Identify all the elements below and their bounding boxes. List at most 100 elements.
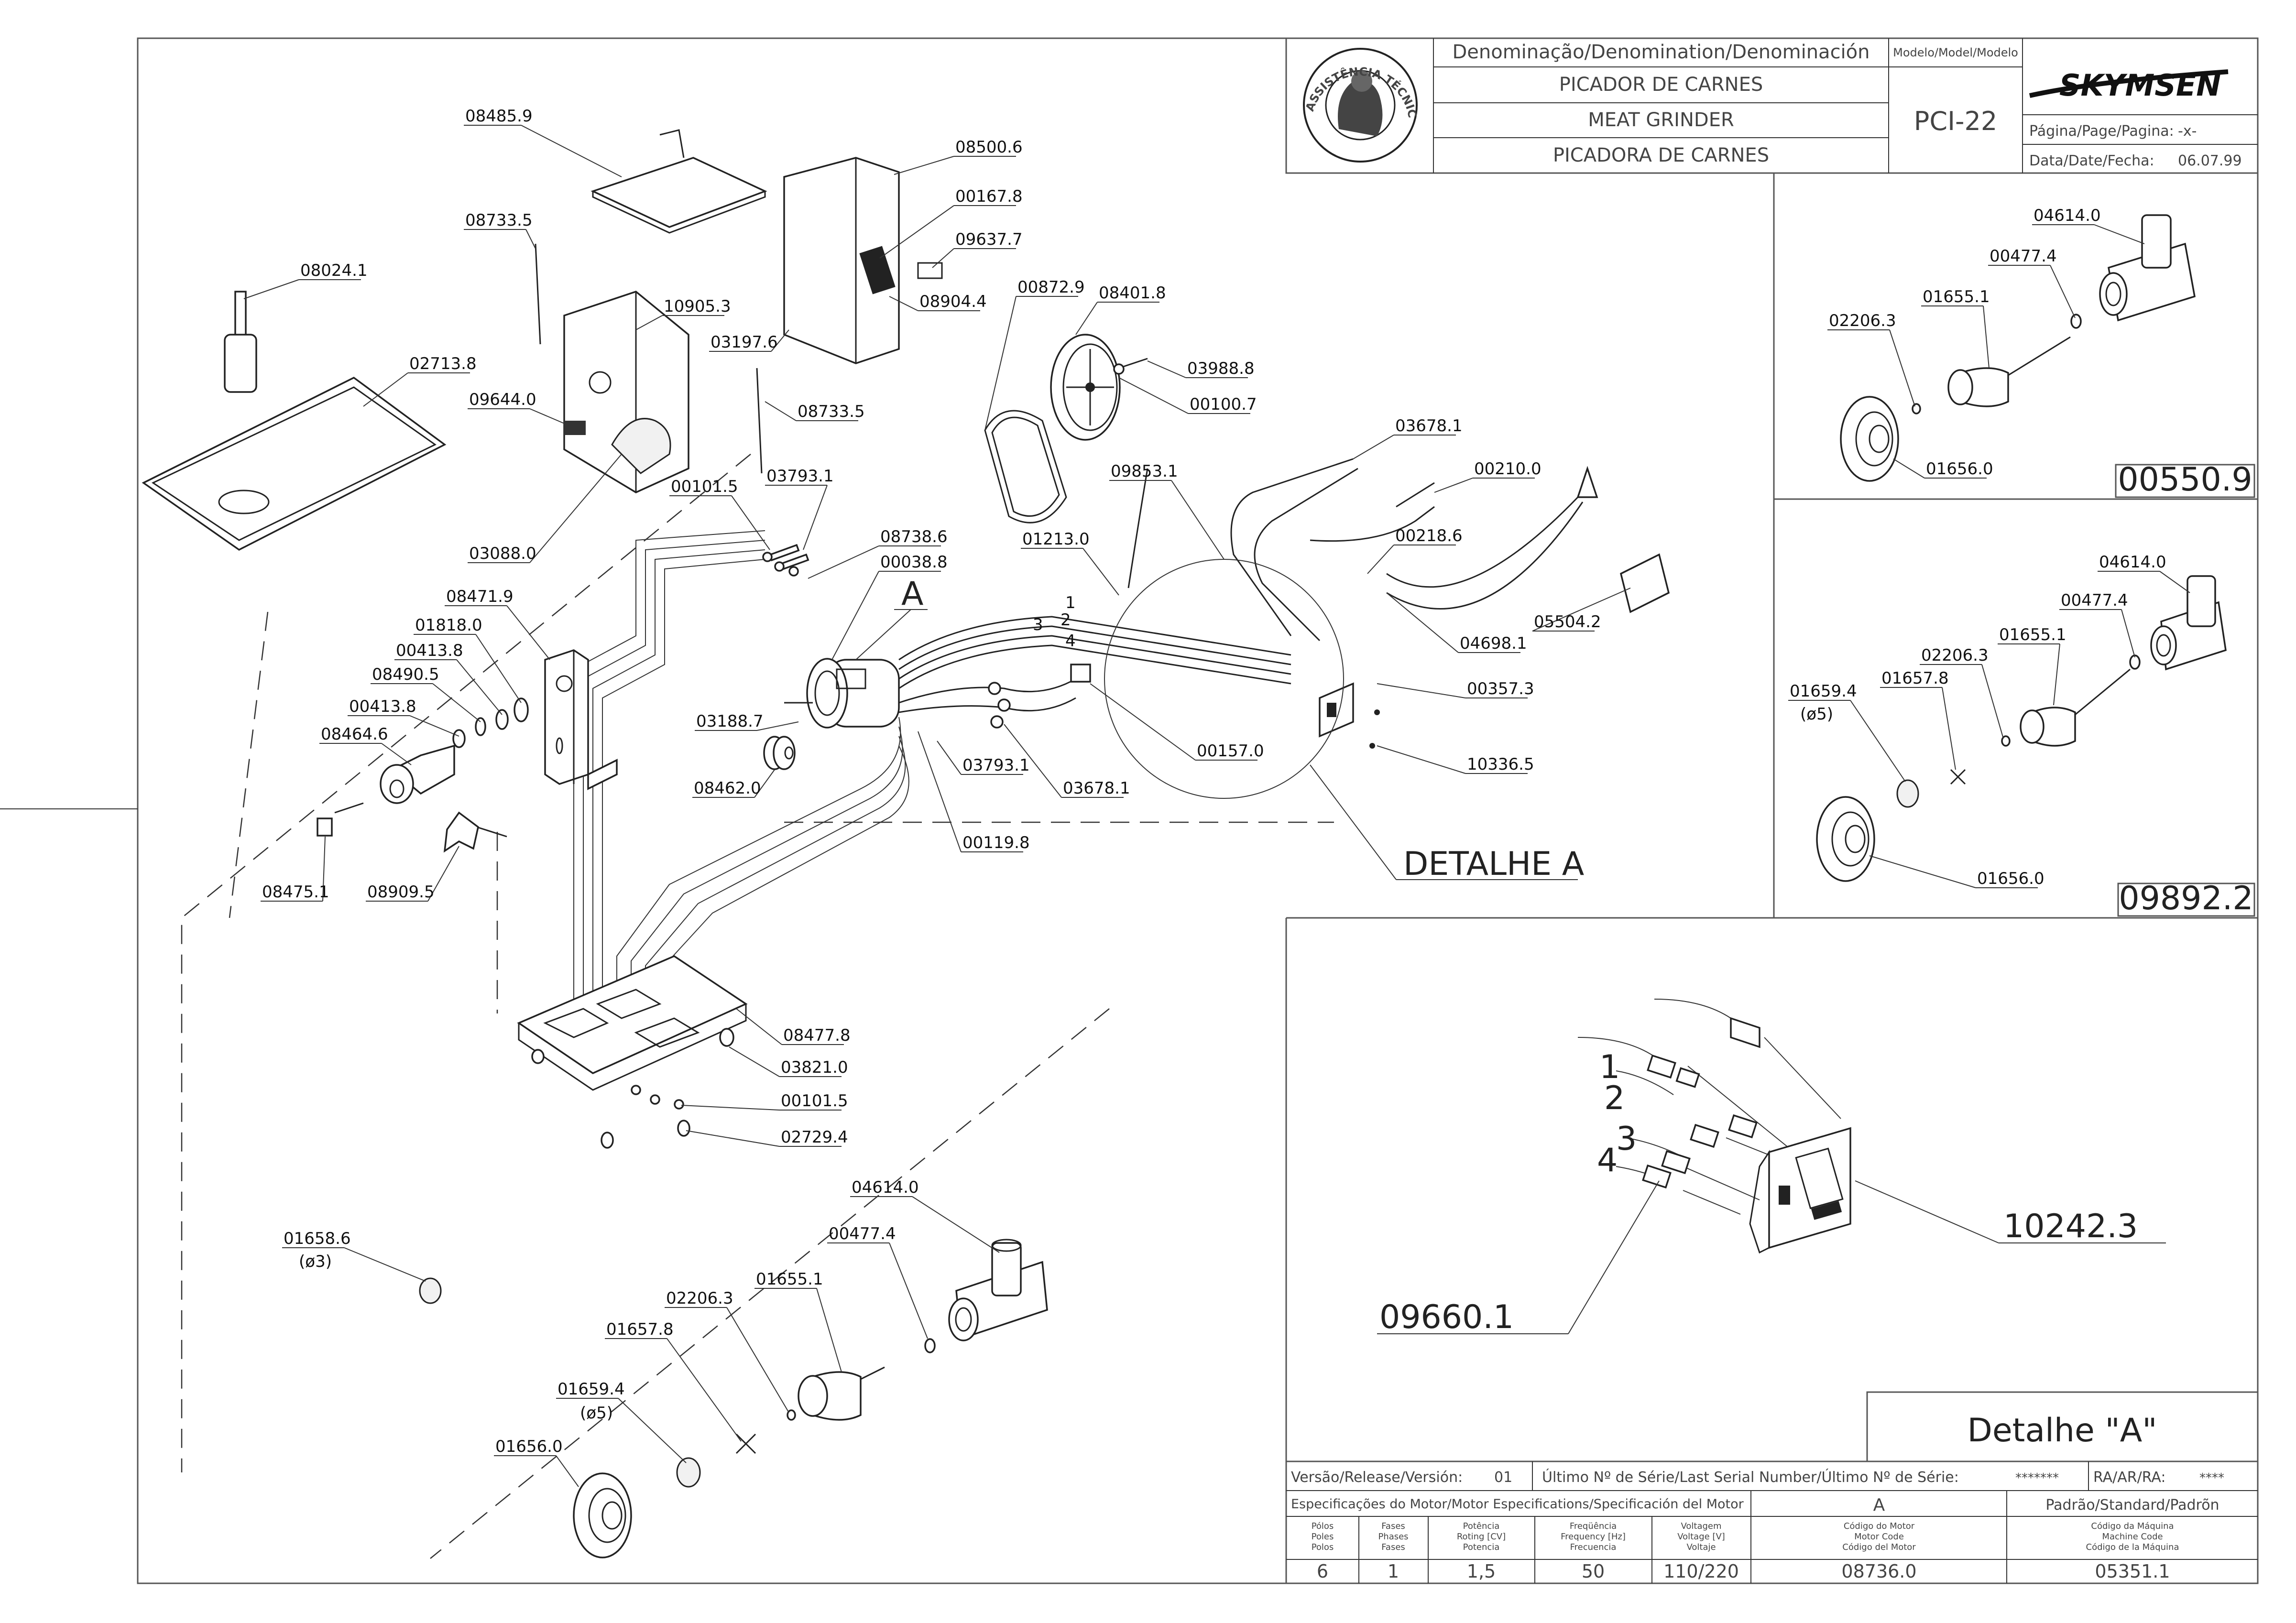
part-label: 00218.6	[1395, 526, 1463, 545]
part-label: 03793.1	[962, 756, 1030, 775]
part-label: 08471.9	[446, 587, 514, 606]
part-label: 02729.4	[781, 1128, 848, 1147]
part-label: 01656.0	[1926, 459, 1993, 479]
base-plate	[517, 955, 748, 1091]
spec-column-poles: Pólos Poles Polos 6	[1312, 1521, 1334, 1582]
svg-text:Voltaje: Voltaje	[1686, 1542, 1716, 1552]
part-label: 00101.5	[671, 477, 738, 496]
part-label: 08462.0	[694, 779, 761, 798]
part-label: 00477.4	[2061, 591, 2128, 610]
part-label: 00119.8	[962, 833, 1030, 852]
part-label: 01213.0	[1022, 530, 1090, 549]
svg-text:Voltage [V]: Voltage [V]	[1677, 1532, 1725, 1542]
tray	[142, 376, 447, 551]
page-value: -x-	[2178, 123, 2197, 140]
part-label: 01656.0	[1977, 869, 2045, 888]
motor-code-value: 08736.0	[1841, 1561, 1916, 1582]
part-label: 04614.0	[2034, 206, 2101, 225]
part-label: 00038.8	[880, 553, 948, 572]
part-label: 03678.1	[1063, 779, 1130, 798]
part-label: 09644.0	[469, 390, 536, 409]
part-label: 08738.6	[880, 527, 948, 546]
serial-label: Último Nº de Série/Last Serial Number/Úl…	[1542, 1468, 1959, 1486]
part-label: 08401.8	[1099, 283, 1166, 303]
seal-text: ASSISTÊNCIA TÉCNICA AUTORIZADA	[0, 0, 1419, 119]
svg-text:Poles: Poles	[1312, 1532, 1334, 1542]
drawing-frame	[0, 37, 2259, 1584]
part-label: 02206.3	[1829, 311, 1896, 330]
part-label: 00210.0	[1474, 459, 1542, 479]
date-value: 06.07.99	[2178, 152, 2242, 169]
detail-a-label: DETALHE A	[1403, 845, 1584, 883]
part-label: 02206.3	[1921, 646, 1989, 665]
version-label: Versão/Release/Versión:	[1291, 1469, 1463, 1486]
motor-spec-label: Especificações do Motor/Motor Especifica…	[1291, 1497, 1744, 1512]
wire-4-label: 4	[1065, 632, 1076, 651]
svg-text:Voltagem: Voltagem	[1681, 1521, 1721, 1531]
part-label: 08733.5	[465, 211, 533, 230]
kit-panel-00550-9: 04614.0 00477.4 01655.1 02206.3 01656.0 …	[1827, 206, 2255, 499]
svg-text:Potência: Potência	[1463, 1521, 1500, 1531]
part-label: 01658.6	[284, 1229, 351, 1248]
small-pulley	[763, 736, 796, 770]
wiring-harness: 1 2 3 4	[573, 530, 1291, 1028]
denomination-header: Denominação/Denomination/Denominación	[1452, 41, 1870, 63]
wing-knob	[443, 811, 507, 853]
part-label: 00413.8	[349, 697, 416, 716]
part-label: 01659.4	[558, 1380, 625, 1399]
part-label: 01655.1	[756, 1270, 823, 1289]
wire-2-label: 2	[1061, 610, 1071, 630]
part-label: 10905.3	[664, 297, 731, 316]
part-label: 10336.5	[1467, 755, 1534, 774]
svg-text:Roting [CV]: Roting [CV]	[1457, 1532, 1506, 1542]
part-label: 01657.8	[606, 1320, 674, 1339]
base-feet	[601, 1085, 690, 1149]
spec-column-power: Potência Roting [CV] Potencia 1,5	[1457, 1521, 1506, 1582]
part-label: 03088.0	[469, 544, 536, 563]
part-label: 08733.5	[798, 402, 865, 421]
adjusting-screw	[317, 802, 364, 837]
kit-number: 00550.9	[2118, 461, 2252, 499]
part-label: 00872.9	[1017, 278, 1085, 297]
part-label: 08477.8	[783, 1026, 851, 1045]
part-label: 03188.7	[696, 712, 764, 731]
part-label: 09637.7	[955, 230, 1023, 249]
detail-a-circle	[1104, 559, 1344, 799]
grinder-head-main	[419, 1239, 1048, 1558]
standard-label: Padrão/Standard/Padrõn	[2045, 1497, 2219, 1514]
part-label: 01657.8	[1881, 669, 1949, 688]
part-label: 08024.1	[300, 261, 368, 280]
svg-text:Motor Code: Motor Code	[1854, 1532, 1904, 1542]
name-pt: PICADOR DE CARNES	[1559, 74, 1763, 96]
kit-panel-09892-2: 04614.0 00477.4 01655.1 02206.3 01657.8 …	[1788, 553, 2255, 917]
large-pulley	[1050, 334, 1121, 441]
main-part-labels: 08485.9 08500.6 00167.8 09637.7 08733.5 …	[243, 107, 1631, 1487]
part-label: 01659.4	[1790, 682, 1857, 701]
spec-column-phases: Fases Phases Fases 1	[1378, 1521, 1408, 1582]
part-label: 01655.1	[1999, 625, 2066, 644]
wire-1-label: 1	[1065, 593, 1076, 612]
part-label: 08904.4	[919, 292, 987, 311]
part-label: 08485.9	[465, 107, 533, 126]
mounting-bracket	[544, 649, 618, 790]
svg-text:Pólos: Pólos	[1312, 1521, 1334, 1531]
svg-text:Código del Motor: Código del Motor	[1842, 1542, 1916, 1552]
part-label: 08475.1	[262, 882, 329, 902]
wire-3-label: 3	[1616, 1120, 1637, 1158]
spec-column-machine-code: Código da Máquina Machine Code Código de…	[2086, 1521, 2179, 1582]
svg-text:Código do Motor: Código do Motor	[1844, 1521, 1915, 1531]
part-label: 08909.5	[367, 882, 435, 902]
page-label: Página/Page/Pagina:	[2029, 123, 2174, 140]
svg-text:Código da Máquina: Código da Máquina	[2091, 1521, 2174, 1531]
detail-a-title: Detalhe "A"	[1967, 1412, 2157, 1449]
model-header: Modelo/Model/Modelo	[1893, 46, 2018, 59]
motor-code-header: A	[1873, 1495, 1885, 1515]
phases-value: 1	[1388, 1561, 1399, 1582]
part-label: 03821.0	[781, 1058, 848, 1077]
ra-label: RA/AR/RA:	[2093, 1469, 2165, 1486]
pulley-bolt	[1113, 358, 1148, 375]
svg-text:Fases: Fases	[1381, 1542, 1405, 1552]
part-label: 01818.0	[415, 616, 482, 635]
kit-number: 09892.2	[2119, 880, 2253, 917]
part-label: 00357.3	[1467, 679, 1534, 698]
